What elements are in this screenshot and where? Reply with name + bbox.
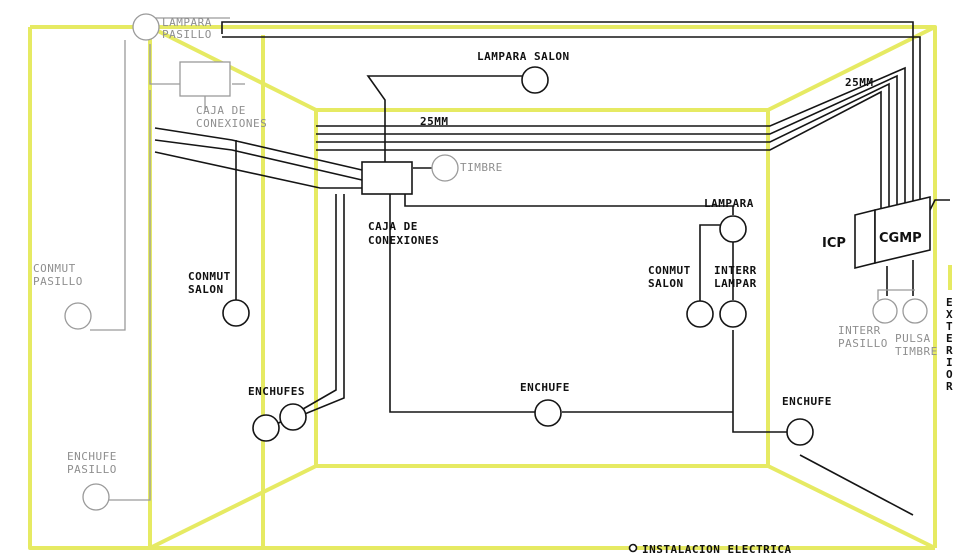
salon-wiring xyxy=(154,21,950,516)
room-walls xyxy=(28,25,952,550)
timbre-label: TIMBRE xyxy=(460,161,503,174)
enchufe-mid-label: ENCHUFE xyxy=(520,381,570,394)
wall-edge-bottom-left xyxy=(149,464,317,550)
hallway-wiring xyxy=(90,17,915,501)
lamp-switch-icon xyxy=(719,300,747,328)
lamp-right-icon xyxy=(719,215,747,243)
cgmp-box xyxy=(874,195,931,265)
enchufes-label: ENCHUFES xyxy=(248,385,305,398)
socket-left-b-icon xyxy=(279,403,307,431)
icp-label: ICP xyxy=(822,236,846,251)
socket-mid-icon xyxy=(534,399,562,427)
junction-box-hallway xyxy=(179,61,231,97)
icp-box xyxy=(854,208,876,270)
socket-right-icon xyxy=(786,418,814,446)
salon-switch-left-icon xyxy=(222,299,250,327)
title-marker-icon xyxy=(628,543,638,553)
doorbell-push-icon xyxy=(902,298,928,324)
socket-left-a-icon xyxy=(252,414,280,442)
salon-switch-right-icon xyxy=(686,300,714,328)
exterior-label: E X T E R I O R xyxy=(946,296,960,393)
cable-25mm-mid-label: 25MM xyxy=(420,115,449,128)
cgmp-label: CGMP xyxy=(879,231,922,246)
cable-25mm-right-label: 25MM xyxy=(845,76,874,89)
hallway-socket-icon xyxy=(82,483,110,511)
salon-back-wall xyxy=(314,108,770,468)
diagram-title: INSTALACION ELECTRICA xyxy=(642,543,792,556)
junction-box-salon xyxy=(361,161,413,195)
hallway-light-switch-icon xyxy=(872,298,898,324)
hallway-switch-icon xyxy=(64,302,92,330)
salon-lamp-icon xyxy=(521,66,549,94)
wall-edge-top-right xyxy=(767,25,936,112)
doorbell-icon xyxy=(431,154,459,182)
wall-edge-bottom-right xyxy=(767,464,936,550)
lampara-salon-label: LAMPARA SALON xyxy=(477,50,570,63)
enchufe-right-label: ENCHUFE xyxy=(782,395,832,408)
hallway-lamp-icon xyxy=(132,13,160,41)
wall-edge-top-left xyxy=(149,25,317,112)
lampara-label: LAMPARA xyxy=(704,197,754,210)
